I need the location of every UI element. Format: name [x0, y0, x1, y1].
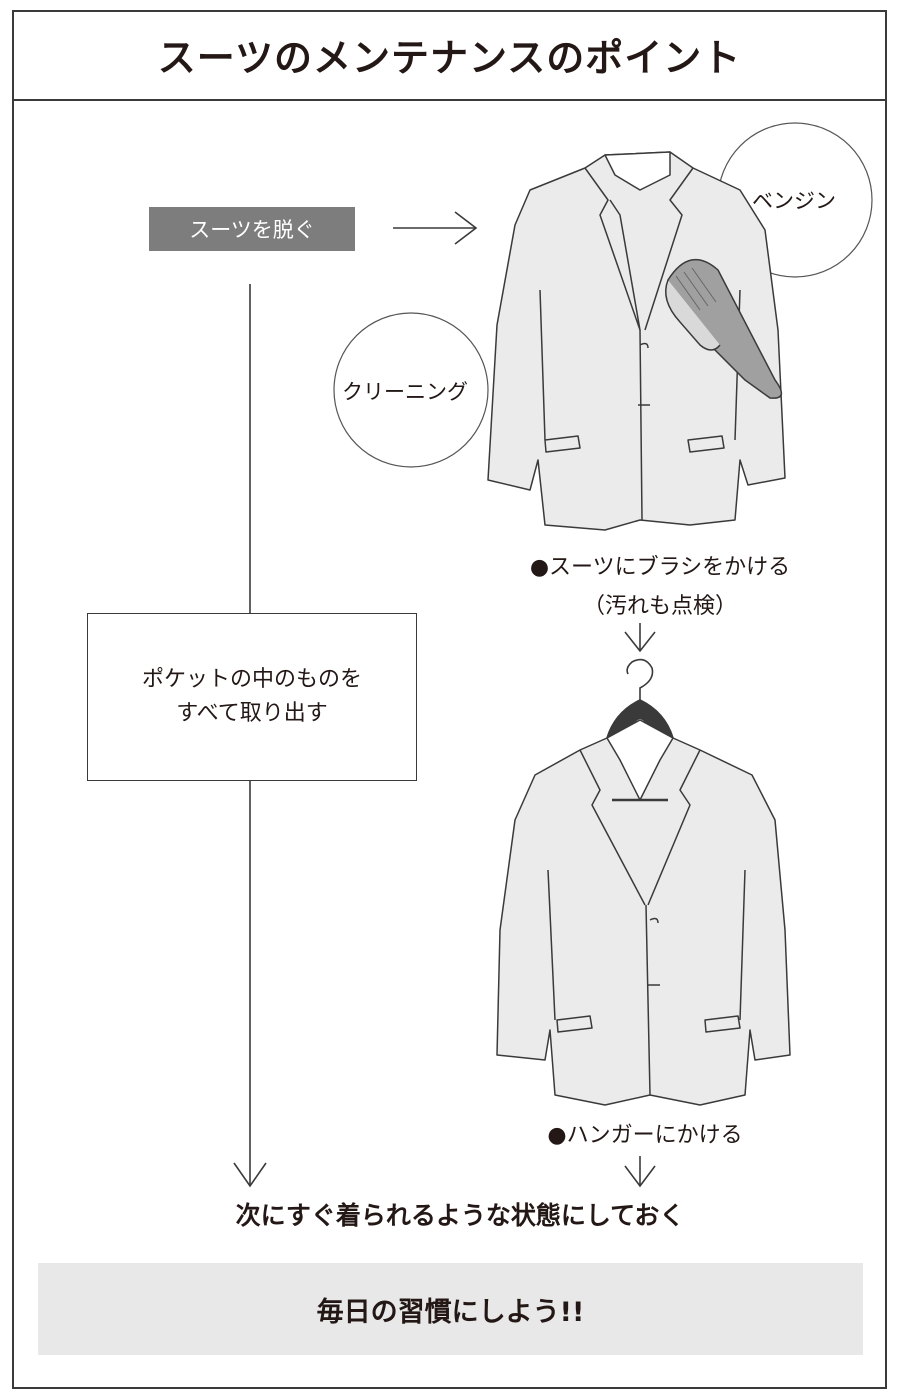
arrow-right-icon	[393, 211, 478, 245]
pocket-step-line1: ポケットの中のものを	[141, 667, 362, 692]
pocket-step-line2: すべて取り出す	[176, 701, 328, 726]
habit-box: 毎日の習慣にしよう!!	[38, 1263, 863, 1355]
suit-jacket-icon	[487, 151, 786, 531]
result-text: 次にすぐ着られるような状態にしておく	[235, 1201, 685, 1230]
title-bar: スーツのメンテナンスのポイント	[12, 10, 887, 101]
hanger-step-label: ●ハンガーにかける	[547, 1123, 743, 1148]
benzine-label: ベンジン	[752, 189, 836, 213]
pocket-step-box: ポケットの中のものを すべて取り出す	[87, 613, 417, 781]
suit-jacket-icon	[496, 719, 791, 1106]
cleaning-label: クリーニング	[342, 380, 468, 404]
step-take-off-suit: スーツを脱ぐ	[149, 207, 355, 251]
arrow-down-icon	[624, 1156, 656, 1188]
brush-step-note: （汚れも点検）	[582, 594, 737, 619]
page-title: スーツのメンテナンスのポイント	[157, 36, 742, 80]
habit-text: 毎日の習慣にしよう!!	[316, 1296, 585, 1328]
arrow-down-icon	[624, 623, 656, 653]
outer-frame	[12, 10, 887, 1389]
arrow-down-icon	[233, 1162, 267, 1188]
clothes-brush-icon	[665, 258, 783, 399]
cleaning-circle	[333, 312, 489, 468]
brush-step-label: ●スーツにブラシをかける	[529, 555, 791, 580]
